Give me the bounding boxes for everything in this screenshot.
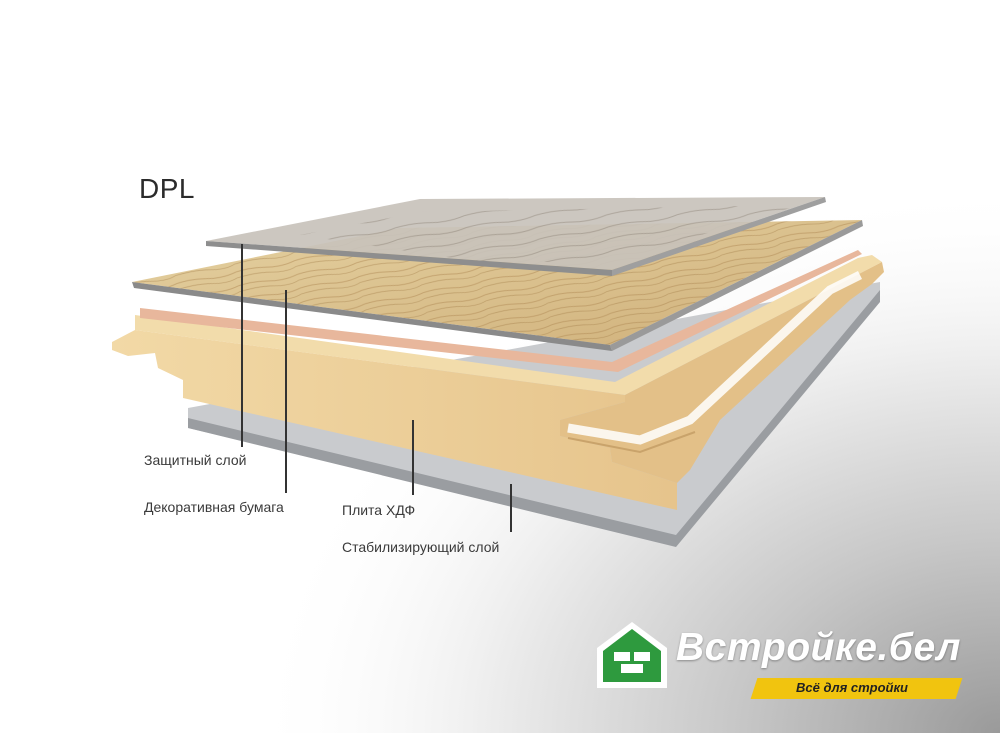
label-protective-layer: Защитный слой [144, 452, 247, 468]
label-decor-paper: Декоративная бумага [144, 499, 284, 515]
logo-house-icon [597, 622, 667, 688]
protective-layer [206, 197, 826, 276]
label-hdf-board: Плита ХДФ [342, 502, 416, 518]
brand-logo: Встройке.бел Всё для стройки [596, 620, 976, 700]
brand-name: Встройке.бел [676, 626, 961, 669]
hdf-board [112, 255, 884, 510]
brand-tagline: Всё для стройки [796, 680, 908, 695]
diagram-title: DPL [139, 173, 195, 204]
label-stabilizing-layer: Стабилизирующий слой [342, 539, 500, 555]
